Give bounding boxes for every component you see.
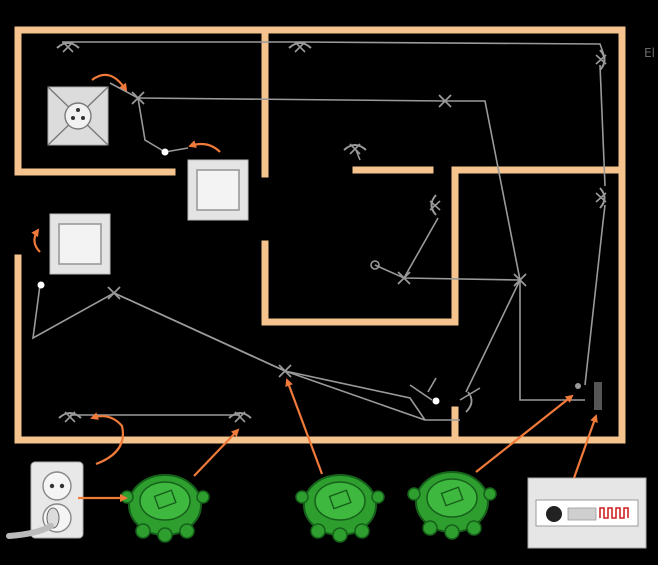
- switch-contact-dot: [370, 260, 380, 270]
- arrow-plug-to-lamp: [90, 412, 125, 466]
- outer-wall-top: [14, 26, 626, 444]
- annotation-arrows: [31, 73, 598, 502]
- arrow-box2-to-junction: [285, 378, 324, 475]
- arrow-box1-to-lamp: [193, 428, 240, 477]
- arrow-switch-to-contact: [188, 140, 221, 153]
- light-switch-icon: [49, 213, 111, 275]
- center-room-wall: [261, 166, 626, 326]
- breaker-box: [594, 382, 602, 410]
- switch-contact-dot: [37, 281, 45, 289]
- switch-contact-dot: [432, 397, 440, 405]
- junction-cross-icon: [438, 94, 452, 108]
- door-switch-icon: [465, 391, 473, 413]
- arrow-box3-to-panel: [475, 394, 574, 473]
- arrow-socket-to-junction: [91, 73, 128, 92]
- arrow-switch-left: [31, 228, 41, 253]
- light-switch-icon: [187, 159, 249, 221]
- junction-cross-icon: [131, 91, 145, 105]
- power-socket-icon: [47, 86, 109, 146]
- junction-cross-icon: [397, 271, 411, 285]
- junction-crosses: [107, 91, 527, 378]
- floor-plan-walls: [14, 26, 626, 444]
- door-switch-icon: [427, 377, 437, 393]
- junction-cross-icon: [513, 273, 527, 287]
- switch-contacts: [37, 148, 581, 405]
- plug-socket-icon: [6, 461, 84, 539]
- distribution-panel-icon: [527, 477, 647, 549]
- switch-contact-dot: [575, 383, 581, 389]
- switch-contact-dot: [161, 148, 169, 156]
- junction-cross-icon: [278, 364, 292, 378]
- edge-text: El: [644, 46, 655, 60]
- arrow-panel-to-breaker: [572, 414, 598, 479]
- junction-cross-icon: [107, 286, 121, 300]
